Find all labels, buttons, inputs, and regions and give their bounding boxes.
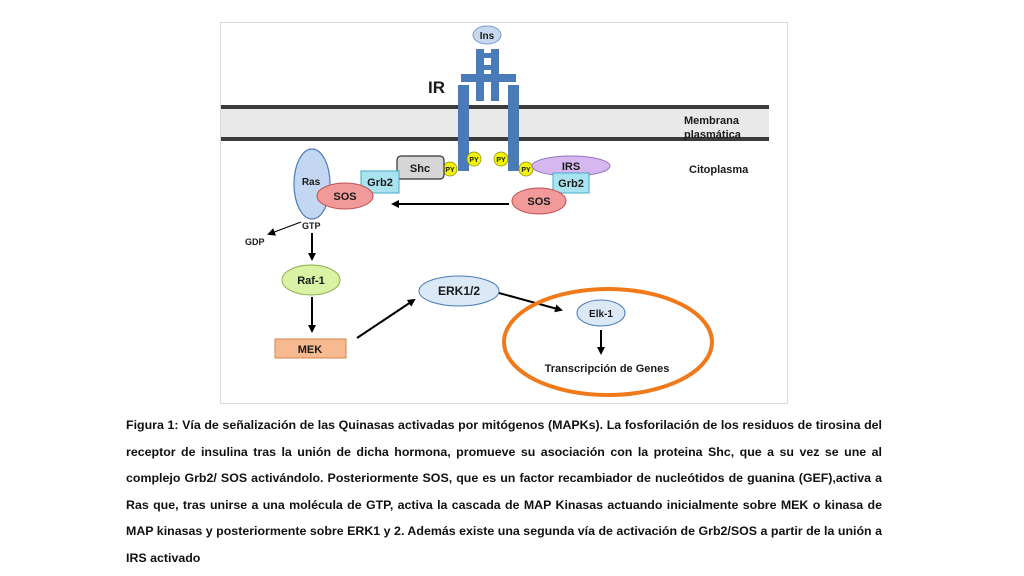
ir-label: IR [428,78,445,97]
ras-label: Ras [302,177,321,188]
elk1-ellipse [576,299,626,327]
arrow-to-gdp [267,221,302,236]
membrane-label-2: plasmática [684,129,742,141]
gdp-label: GDP [245,237,265,247]
py-dot-2 [466,151,482,167]
arrow-mek-erk [356,298,416,339]
mek-label: MEK [298,344,323,356]
nucleus-highlight-circle [502,287,714,397]
arrow-erk-elk1 [498,292,563,313]
sos-right-label: SOS [527,196,550,208]
erk-ellipse [418,275,500,307]
elk1-label: Elk-1 [589,309,613,320]
sos-right-ellipse [511,187,567,215]
cytoplasm-label: Citoplasma [689,164,749,176]
shc-box [396,155,445,180]
plasma-membrane [221,105,769,141]
py-label-3: PY [496,157,506,164]
ir-bridge [461,74,516,82]
mapk-pathway-diagram: Membrana plasmática Citoplasma Ins IR PY… [221,25,769,397]
insulin-label: Ins [480,31,495,42]
insulin-ellipse [472,25,502,45]
py-dot-3 [493,151,509,167]
membrane-band [221,107,769,139]
ir-alpha-link-bottom [484,65,491,70]
ir-beta-right [508,85,519,171]
mek-box [274,338,347,359]
gtp-label: GTP [302,221,321,231]
insulin-receptor [458,49,519,171]
sos-left-ellipse [316,182,374,210]
erk-label: ERK1/2 [438,284,480,298]
grb2-left-label: Grb2 [367,177,393,189]
shc-label: Shc [410,163,430,175]
grb2-right-label: Grb2 [558,178,584,190]
irs-label: IRS [562,161,580,173]
grb2-right-box [552,172,590,194]
figure-caption: Figura 1: Vía de señalización de las Qui… [126,418,882,565]
ir-alpha-link-top [484,53,491,58]
py-label-1: PY [445,167,455,174]
membrane-label: Membrana [684,115,740,127]
transcription-label: Transcripción de Genes [545,363,670,375]
grb2-left-box [360,170,400,194]
raf1-label: Raf-1 [297,275,325,287]
sos-left-label: SOS [333,191,356,203]
py-label-2: PY [469,157,479,164]
raf1-ellipse [281,264,341,296]
figure-frame: Membrana plasmática Citoplasma Ins IR PY… [220,22,788,404]
ir-beta-left [458,85,469,171]
py-label-4: PY [521,167,531,174]
